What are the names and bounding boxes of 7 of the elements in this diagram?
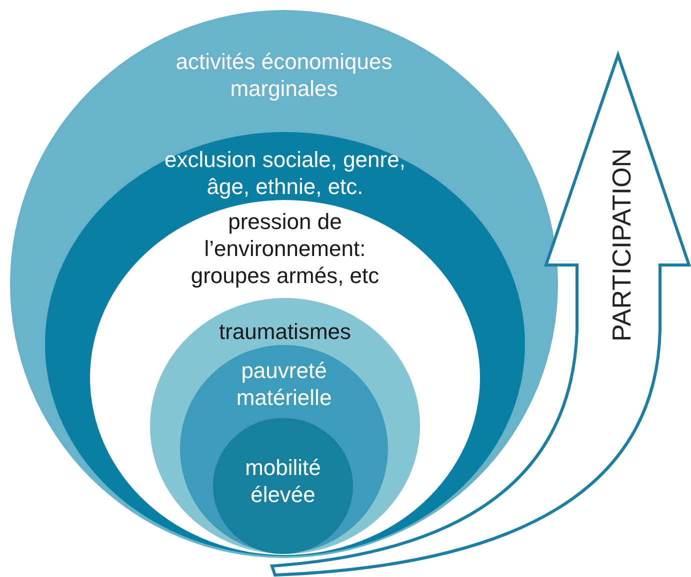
circle-label: mobilité élevée (244, 454, 322, 508)
circle-label: pression de l’environnement: groupes armés, etc (190, 208, 380, 289)
circle-label: pauvreté matérielle (235, 357, 333, 411)
circle-label: activités économiques marginales (174, 48, 394, 102)
arrow-label: PARTICIPATION (608, 148, 636, 342)
circle-label: traumatismes (218, 318, 352, 345)
circle-label: exclusion sociale, genre, âge, ethnie, etc. (164, 146, 406, 200)
